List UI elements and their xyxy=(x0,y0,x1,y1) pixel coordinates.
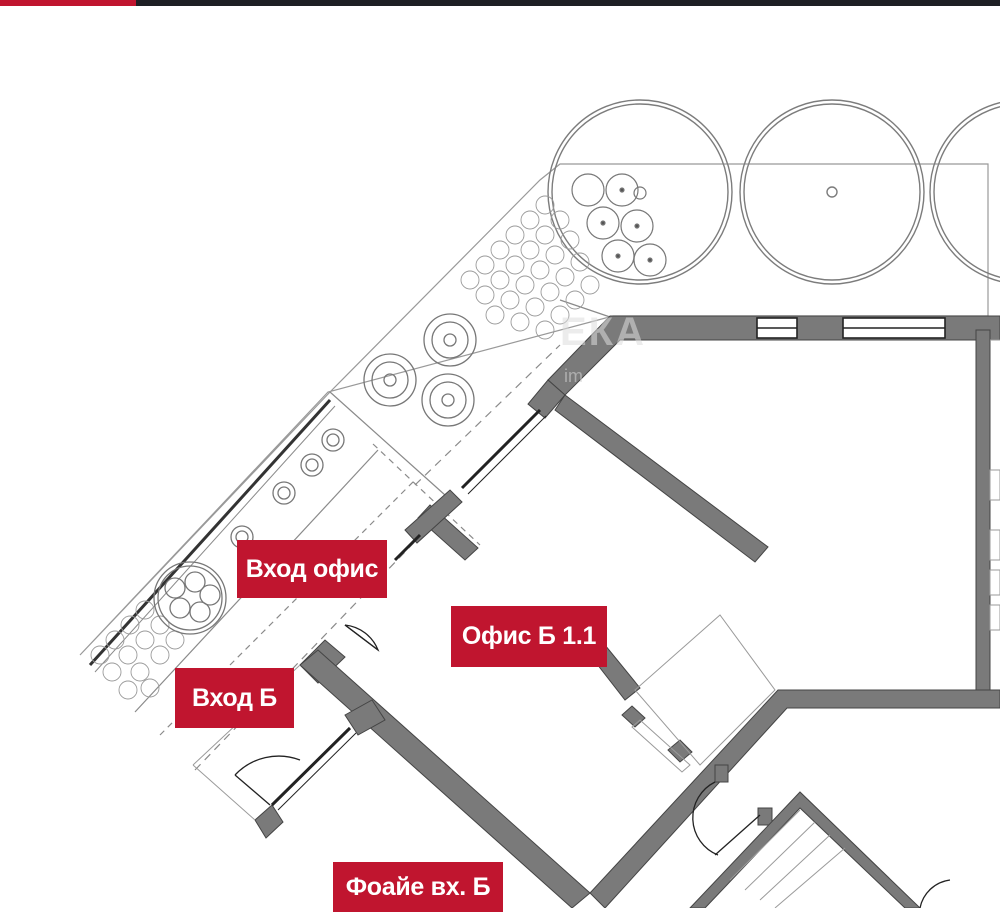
label-entrance-office: Вход офис xyxy=(237,540,387,598)
label-office-b11: Офис Б 1.1 xyxy=(451,606,607,667)
watermark-brand: ЕКА xyxy=(560,310,646,354)
shrub-circle-icon xyxy=(571,173,667,277)
shrub-circle-icon xyxy=(153,313,477,635)
door-swing-icon xyxy=(234,624,951,908)
tree-circle-icon xyxy=(547,99,1000,285)
building-walls xyxy=(254,315,1000,908)
ground-cover-pattern xyxy=(90,195,600,700)
watermark-sub: im xyxy=(564,366,583,386)
windows xyxy=(270,317,946,811)
label-foyer: Фоайе вх. Б xyxy=(333,862,503,912)
top-bar-accent xyxy=(0,0,136,6)
label-entrance-b: Вход Б xyxy=(175,668,294,728)
top-bar xyxy=(0,0,1000,6)
